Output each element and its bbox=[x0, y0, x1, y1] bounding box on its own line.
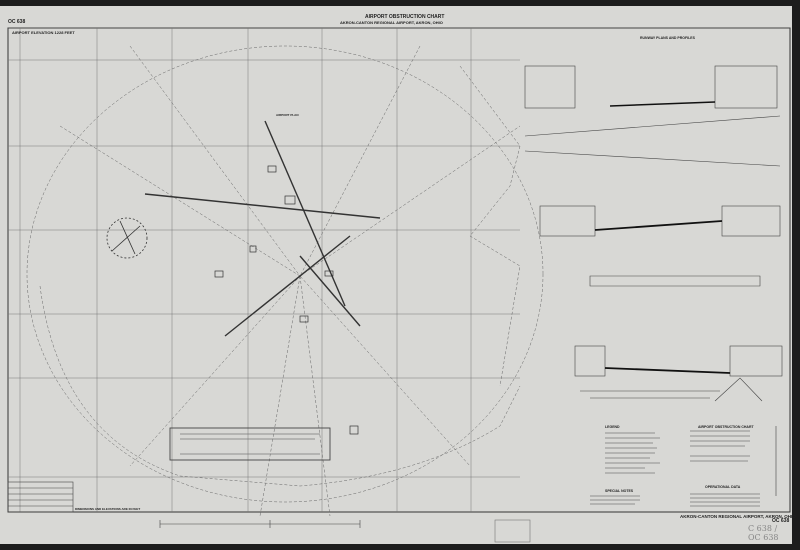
amendment-table bbox=[7, 481, 74, 513]
compass-rose bbox=[106, 217, 148, 259]
info-title: AIRPORT OBSTRUCTION CHART bbox=[698, 425, 754, 429]
chart-sheet: OC 638 AIRPORT OBSTRUCTION CHART AKRON-C… bbox=[0, 6, 796, 544]
chart-drawing bbox=[7, 27, 791, 543]
runways bbox=[144, 120, 381, 337]
handwritten-mark: C 638 / OC 638 bbox=[748, 524, 779, 542]
text-lines bbox=[180, 430, 760, 507]
legend-title: LEGEND bbox=[605, 425, 620, 429]
runway-profiles bbox=[524, 65, 783, 496]
map-frame bbox=[7, 27, 791, 513]
structures bbox=[169, 165, 359, 461]
airport-elevation: AIRPORT ELEVATION 1228 FEET bbox=[12, 30, 75, 35]
runway-section-title: RUNWAY PLANS AND PROFILES bbox=[640, 36, 695, 40]
dimensions-note: DIMENSIONS AND ELEVATIONS ARE IN FEET bbox=[75, 507, 141, 511]
airport-plan-label: AIRPORT PLAN bbox=[276, 113, 299, 117]
chart-title: AIRPORT OBSTRUCTION CHART bbox=[365, 14, 445, 20]
grid-lines bbox=[8, 28, 520, 512]
chart-id: OC 638 bbox=[8, 19, 26, 25]
scale-bar bbox=[159, 520, 361, 528]
footer-title: AKRON-CANTON REGIONAL AIRPORT, AKRON, OH… bbox=[680, 514, 796, 519]
chart-subtitle: AKRON-CANTON REGIONAL AIRPORT, AKRON, OH… bbox=[340, 20, 443, 25]
stamp-box bbox=[494, 519, 531, 543]
special-notes-title: SPECIAL NOTES bbox=[605, 489, 634, 493]
footer-id: OC 638 bbox=[772, 518, 790, 524]
operational-data-title: OPERATIONAL DATA bbox=[705, 485, 741, 489]
